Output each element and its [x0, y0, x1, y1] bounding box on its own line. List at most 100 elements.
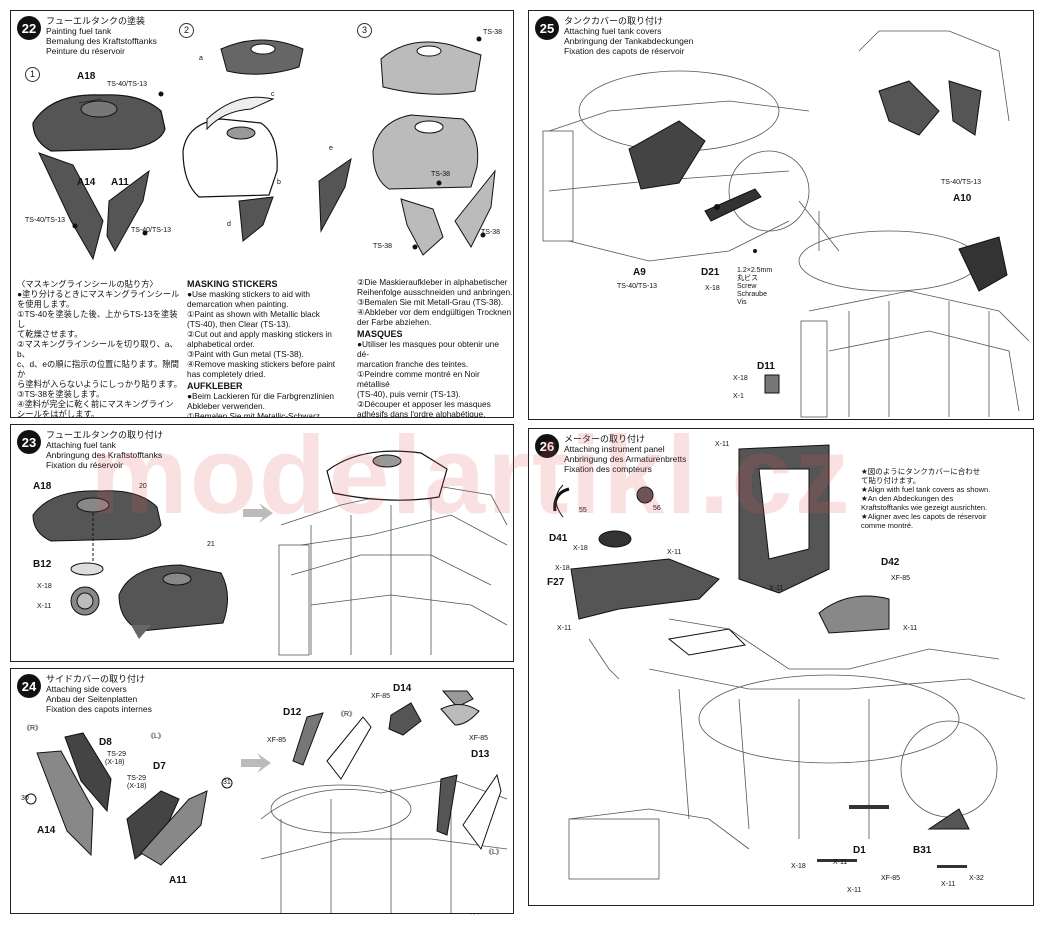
- step-number: 26: [535, 434, 559, 458]
- side-right-2: 《R》: [337, 711, 357, 718]
- paint-xf85-b: XF-85: [371, 693, 391, 700]
- mask-e: e: [329, 145, 333, 152]
- alignment-note: ★図のようにタンクカバーに合わせて貼り付けます。★Align with fuel…: [861, 467, 1031, 530]
- title-fr: Fixation des capots de réservoir: [564, 46, 685, 56]
- step-26-panel: 26 メーターの取り付け Attaching instrument panel …: [528, 428, 1034, 906]
- side-left-1: 《L》: [147, 733, 165, 740]
- title-en: Attaching fuel tank: [46, 440, 116, 450]
- step-22-panel: 22 フューエルタンクの塗装 Painting fuel tank Bemalu…: [10, 10, 514, 418]
- paint-ts29-a: TS-29: [107, 751, 127, 758]
- mask-b: b: [277, 179, 281, 186]
- paint-a10: TS-40/TS-13: [941, 179, 982, 186]
- instruction-line-en: (TS-40), then Clear (TS-13).: [187, 319, 291, 329]
- material-x11-f: X-11: [847, 887, 862, 894]
- part-a18: A18: [77, 71, 96, 82]
- instruction-line-en: ●Use masking stickers to aid with: [187, 289, 311, 299]
- instruction-line-en: has completely dried.: [187, 369, 266, 379]
- material-x18-a: X-18: [573, 545, 588, 552]
- step-number: 24: [17, 674, 41, 698]
- part-d21: D21: [701, 267, 720, 278]
- instruction-line-de: ①Bemalen Sie mit Metallic-Schwarz: [187, 411, 320, 418]
- alignment-note-line: comme montré.: [861, 521, 914, 530]
- instruction-line-de: ②Die Maskieraufkleber in alphabetischer: [357, 277, 508, 287]
- title-de: Anbau der Seitenplatten: [46, 694, 138, 704]
- ref-31: 31: [223, 779, 231, 786]
- instruction-line-en: demarcation when painting.: [187, 299, 289, 309]
- instruction-line-jp: シールをはがします。: [17, 409, 100, 418]
- part-d41: D41: [549, 533, 568, 544]
- instructions-en-de: MASKING STICKERS ●Use masking stickers t…: [187, 277, 355, 418]
- material-x11-top: X-11: [715, 441, 730, 448]
- material-x11-c: X-11: [769, 585, 784, 592]
- heading-de: AUFKLEBER: [187, 381, 243, 391]
- side-right-1: 《R》: [23, 725, 43, 732]
- material-x11-e: X-11: [833, 859, 848, 866]
- substep-3: 3: [357, 23, 372, 38]
- paint-xf85-a: XF-85: [267, 737, 287, 744]
- instruction-line-jp: ら塗料が入らないようにしっかり貼ります。: [17, 379, 182, 389]
- alignment-note-line: ★An den Abdeckungen des: [861, 494, 954, 503]
- part-d1: D1: [853, 845, 866, 856]
- title-en: Attaching instrument panel: [564, 444, 665, 454]
- instruction-line-de: Reihenfolge ausschneiden und anbringen.: [357, 287, 513, 297]
- step-23-drawing: [32, 450, 508, 656]
- alignment-note-line: て貼り付けます。: [861, 476, 921, 485]
- substep-1: 1: [25, 67, 40, 82]
- material-x18-a: (X-18): [105, 759, 125, 766]
- part-a14: A14: [37, 825, 56, 836]
- instruction-line-fr: (TS-40), puis vernir (TS-13).: [357, 389, 461, 399]
- title-jp: フューエルタンクの塗装: [46, 16, 146, 26]
- part-f27: F27: [547, 577, 565, 588]
- paint-xf85-c: XF-85: [469, 735, 489, 742]
- material-x11-g: X-11: [941, 881, 956, 888]
- part-b31: B31: [913, 845, 932, 856]
- step-23-panel: 23 フューエルタンクの取り付け Attaching fuel tank Anb…: [10, 424, 514, 662]
- title-de: Anbringung des Kraftstofftanks: [46, 450, 163, 460]
- step-number: 23: [17, 430, 41, 454]
- instruction-line-fr: adhésifs dans l'ordre alphabétique.: [357, 409, 486, 418]
- material-x18-c: X-18: [791, 863, 806, 870]
- paint-tank: TS-40/TS-13: [107, 81, 148, 88]
- paint-a14: TS-40/TS-13: [25, 217, 66, 224]
- title-en: Painting fuel tank: [46, 26, 112, 36]
- paint-ts29-b: TS-29: [127, 775, 147, 782]
- material-x18-b: (X-18): [127, 783, 147, 790]
- mask-d: d: [227, 221, 231, 228]
- instruction-line-en: ①Paint as shown with Metallic black: [187, 309, 320, 319]
- ref-20: 20: [139, 483, 147, 490]
- title-fr: Fixation des compteurs: [564, 464, 652, 474]
- instruction-line-jp: を使用します。: [17, 299, 75, 309]
- step-number: 22: [17, 16, 41, 40]
- instruction-line-jp: c、d、eの順に指示の位置に貼ります。隙間か: [17, 359, 179, 379]
- step-24-panel: 24 サイドカバーの取り付け Attaching side covers Anb…: [10, 668, 514, 914]
- material-x11: X-11: [37, 603, 52, 610]
- page-footer: · · ·: [470, 912, 480, 918]
- ref-21: 21: [207, 541, 215, 548]
- title-jp: メーターの取り付け: [564, 434, 646, 444]
- title-fr: Fixation du réservoir: [46, 460, 124, 470]
- step-26-drawing: [553, 444, 1026, 880]
- alignment-note-line: ★Align with fuel tank covers as shown.: [861, 485, 991, 494]
- material-x18-b: X-18: [733, 375, 748, 382]
- part-d42: D42: [881, 557, 900, 568]
- heading-en: MASKING STICKERS: [187, 279, 278, 289]
- part-d13: D13: [471, 749, 490, 760]
- alignment-note-line: Kraftstofftanks wie gezeigt ausrichten.: [861, 503, 988, 512]
- material-x11-a: X-11: [667, 549, 682, 556]
- instruction-line-en: ③Paint with Gun metal (TS-38).: [187, 349, 304, 359]
- title-jp: フューエルタンクの取り付け: [46, 430, 164, 440]
- paint-ts38-mid: TS-38: [431, 171, 451, 178]
- instruction-line-jp: て乾燥させます。: [17, 329, 83, 339]
- instruction-line-fr: marcation franche des teintes.: [357, 359, 469, 369]
- instruction-line-jp: ②マスキングラインシールを切り取り、a、b、: [17, 339, 178, 359]
- step-22-header: 22 フューエルタンクの塗装 Painting fuel tank Bemalu…: [17, 16, 157, 56]
- material-x18-b: X-18: [555, 565, 570, 572]
- instruction-line-jp: 〈マスキングラインシールの貼り方〉: [17, 279, 158, 289]
- instruction-line-jp: ④塗料が完全に乾く前にマスキングライン: [17, 399, 174, 409]
- title-en: Attaching fuel tank covers: [564, 26, 662, 36]
- ref-30: 30: [21, 795, 29, 802]
- title-de: Anbringung der Tankabdeckungen: [564, 36, 694, 46]
- instruction-line-fr: ②Découper et apposer les masques: [357, 399, 491, 409]
- ref-55: 55: [579, 507, 587, 514]
